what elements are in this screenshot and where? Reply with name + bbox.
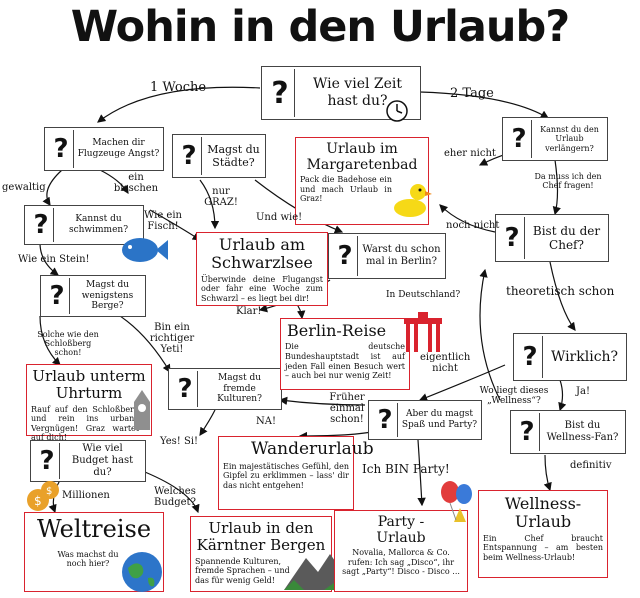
question-swim: ? Kannst du schwimmen? bbox=[24, 205, 144, 245]
label-woche: 1 Woche bbox=[150, 80, 207, 95]
label-ja: Ja! bbox=[576, 386, 590, 397]
label-chef-fragen: Da muss ich den Chef fragen! bbox=[534, 172, 602, 190]
label-ein-bisschen: ein bisschen bbox=[113, 172, 159, 194]
fish-icon bbox=[122, 238, 168, 262]
label-in-deutschland: In Deutschland? bbox=[386, 290, 461, 300]
label-nur-graz: nur GRAZ! bbox=[204, 186, 238, 208]
label-millionen: Millionen bbox=[62, 490, 110, 501]
result-berlin-reise: Berlin-Reise Die deutsche Bundeshauptsta… bbox=[280, 318, 410, 390]
clock-icon bbox=[386, 100, 408, 122]
page-title: Wohin in den Urlaub? bbox=[70, 2, 570, 52]
question-cities: ? Magst du Städte? bbox=[172, 134, 266, 178]
result-kaernten: Urlaub in den Kärntner Bergen Spannende … bbox=[190, 516, 332, 592]
label-wo-liegt-wellness: Wo liegt dieses „Wellness“? bbox=[479, 386, 549, 406]
globe-icon bbox=[122, 552, 162, 592]
label-eigentlich-nicht: eigentlich nicht bbox=[420, 352, 471, 374]
result-uhrturm: Urlaub unterm Uhrturm Rauf auf den Schlo… bbox=[26, 364, 152, 442]
label-na: NA! bbox=[256, 416, 276, 427]
label-solche: Solche wie den Schloßberg schon! bbox=[37, 330, 99, 357]
label-frueher: Früher einmal schon! bbox=[329, 392, 365, 425]
label-welches-budget: Welches Budget? bbox=[154, 486, 196, 508]
result-margaretenbad: Urlaub im Margaretenbad Pack die Badehos… bbox=[295, 137, 429, 225]
label-yes-si: Yes! Si! bbox=[160, 436, 199, 447]
label-definitiv: definitiv bbox=[570, 460, 612, 471]
question-extend: ? Kannst du den Urlaub verlängern? bbox=[502, 117, 608, 161]
question-fun: ? Aber du magst Spaß und Party? bbox=[368, 400, 482, 440]
label-gewaltig: gewaltig bbox=[2, 182, 46, 193]
result-wanderurlaub: Wanderurlaub Ein majestätisches Gefühl, … bbox=[218, 436, 374, 510]
question-cultures: ? Magst du fremde Kulturen? bbox=[168, 368, 282, 410]
question-budget: ? Wie viel Budget hast du? bbox=[30, 440, 146, 482]
question-mountains: ? Magst du wenigstens Berge? bbox=[40, 275, 146, 317]
label-und-wie: Und wie! bbox=[256, 212, 303, 223]
rubber-duck-icon bbox=[394, 184, 432, 217]
question-wellnessfan: ? Bist du Wellness-Fan? bbox=[510, 410, 626, 454]
question-airplanes: ? Machen dir Flugzeuge Angst? bbox=[44, 127, 164, 171]
result-wellness: Wellness-Urlaub Ein Chef braucht Entspan… bbox=[478, 490, 608, 578]
question-time: ? Wie viel Zeit hast du? bbox=[261, 66, 421, 120]
label-theoretisch-schon: theoretisch schon bbox=[506, 284, 615, 298]
label-ich-bin-party: Ich BIN Party! bbox=[362, 462, 450, 476]
label-wie-ein-stein: Wie ein Stein! bbox=[18, 254, 90, 265]
label-wie-ein-fisch: Wie ein Fisch! bbox=[144, 210, 182, 232]
svg-text:$: $ bbox=[34, 494, 42, 508]
result-schwarzlsee: Urlaub am Schwarzlsee Überwinde deine Fl… bbox=[196, 232, 328, 306]
question-boss: ? Bist du der Chef? bbox=[495, 214, 609, 262]
label-tage: 2 Tage bbox=[450, 86, 494, 101]
clock-tower-icon bbox=[134, 390, 150, 430]
brandenburg-gate-icon bbox=[404, 312, 442, 352]
result-party: Party - Urlaub Novalia, Mallorca & Co. r… bbox=[334, 510, 468, 592]
label-klar: Klar! bbox=[236, 306, 262, 317]
question-really: ? Wirklich? bbox=[513, 333, 627, 381]
party-balloons-icon bbox=[441, 481, 472, 522]
svg-text:$: $ bbox=[46, 486, 52, 497]
question-berlin: ? Warst du schon mal in Berlin? bbox=[328, 233, 446, 279]
label-eher-nicht: eher nicht bbox=[444, 148, 496, 159]
money-bags-icon: $ $ bbox=[27, 481, 59, 511]
label-bin-ein-yeti: Bin ein richtiger Yeti! bbox=[149, 322, 195, 355]
label-noch-nicht: noch nicht bbox=[446, 220, 500, 231]
